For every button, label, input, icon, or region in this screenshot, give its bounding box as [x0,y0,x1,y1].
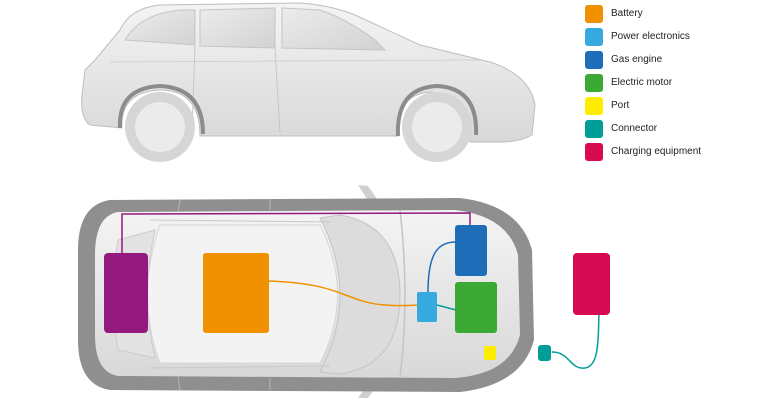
legend-label: Port [611,100,630,111]
legend-item-port: Port [585,94,765,117]
legend-item-gas-engine: Gas engine [585,48,765,71]
charging-equipment-swatch [585,142,603,161]
legend-label: Battery [611,8,643,19]
charging-cable [551,313,600,369]
car-side-rear-arch [117,83,205,135]
connector-component [538,345,551,361]
legend-item-connector: Connector [585,117,765,140]
components [104,225,610,361]
car-side-mid-window [199,7,276,49]
car-side-front-arch [395,83,479,137]
legend-label: Gas engine [611,54,663,65]
purple-wiring-harness [121,212,471,254]
car-side-front-window [281,7,387,51]
connector-swatch [585,119,603,138]
battery-component [203,253,269,333]
legend-item-electric-motor: Electric motor [585,71,765,94]
power-electronics-to-motor-cable [436,304,457,311]
car-top-windshield [319,214,401,375]
fuse-box-component [104,253,148,333]
electric-motor-swatch [585,73,603,92]
legend-label: Charging equipment [611,146,702,157]
car-side-view [81,2,536,162]
battery-swatch [585,4,603,23]
legend-label: Electric motor [611,77,673,88]
port-swatch [585,96,603,115]
gas-engine-swatch [585,50,603,69]
gas-engine-component [455,225,487,276]
power-electronics-to-gas-engine-cable [427,241,457,293]
legend-item-charging-equipment: Charging equipment [585,140,765,163]
power-electronics-swatch [585,27,603,46]
connections [121,212,600,369]
electric-motor-component [455,282,497,333]
legend-item-battery: Battery [585,2,765,25]
charging-equipment-component [573,253,610,315]
battery-to-power-electronics-cable [267,280,419,307]
port-component [484,346,496,360]
legend: Battery Power electronics Gas engine Ele… [585,2,765,163]
legend-item-power-electronics: Power electronics [585,25,765,48]
legend-label: Connector [611,123,658,134]
legend-label: Power electronics [611,31,690,42]
power-electronics-component [417,292,437,322]
car-side-rear-window [124,9,196,46]
